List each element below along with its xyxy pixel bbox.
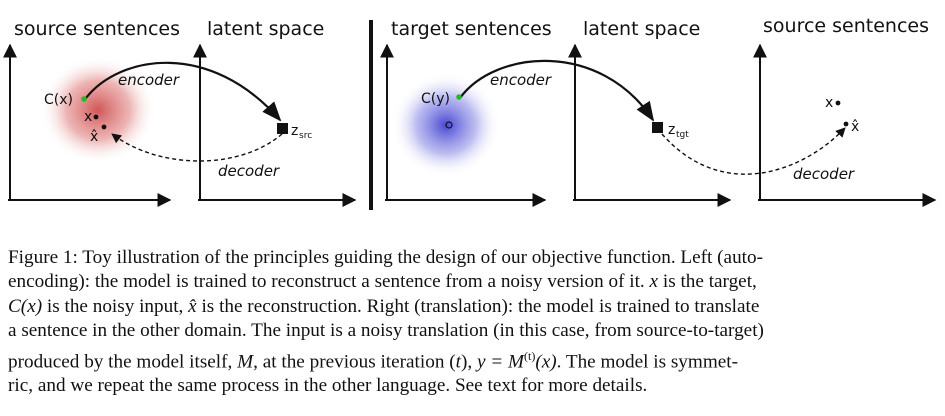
right-encoder-arrow [459, 59, 655, 122]
left-decoder-label: decoder [218, 162, 280, 180]
caption-line-3: C(x) is the noisy input, x̂ is the recon… [8, 295, 760, 317]
figure-svg: source sentences latent space encoder de… [2, 15, 937, 210]
left-cx-point [81, 96, 87, 102]
right-z-label: z [668, 122, 675, 138]
left-z-sub: src [299, 131, 312, 141]
right-x-point [835, 100, 841, 106]
right-ztgt-square [652, 122, 663, 133]
caption-line-1: Figure 1: Toy illustration of the princi… [8, 247, 763, 268]
left-xhat-point [101, 124, 107, 130]
figure-caption: Figure 1: Toy illustration of the princi… [8, 246, 936, 399]
right-cy-label: C(y) [421, 91, 450, 107]
left-panel: source sentences latent space encoder de… [2, 18, 357, 207]
right-cy-point [456, 94, 462, 100]
right-z-sub: tgt [676, 130, 689, 140]
figure-illustration: source sentences latent space encoder de… [2, 15, 937, 210]
panel-separator [369, 20, 373, 210]
right-xhat-label: x̂ [851, 119, 859, 135]
left-xhat-label: x̂ [90, 129, 98, 145]
right-panel: target sentences latent space source sen… [380, 15, 937, 207]
right-decoder-label: decoder [793, 165, 855, 183]
left-cx-label: C(x) [44, 92, 73, 108]
left-encoder-arrow [85, 61, 282, 122]
left-noise-blob [40, 56, 156, 164]
right-encoder-label: encoder [490, 71, 552, 89]
right-title-target: target sentences [391, 18, 552, 40]
right-title-source: source sentences [763, 15, 929, 37]
right-decoder-arrow [661, 127, 846, 175]
right-title-latent: latent space [583, 18, 700, 40]
caption-line-4: a sentence in the other domain. The inpu… [8, 320, 764, 342]
right-center-point [445, 121, 453, 129]
right-x-label: x [825, 95, 833, 111]
left-z-label: z [291, 123, 298, 139]
right-xhat-point [843, 121, 849, 127]
left-x-label: x [84, 109, 92, 125]
caption-line-2: encoding): the model is trained to recon… [8, 271, 757, 293]
left-zsrc-square [277, 123, 288, 134]
left-encoder-label: encoder [118, 71, 180, 89]
left-title-latent: latent space [207, 18, 324, 40]
left-x-point [93, 114, 99, 120]
left-title-source: source sentences [14, 18, 180, 40]
caption-line-5: produced by the model itself, M, at the … [8, 348, 738, 373]
caption-line-6: ric, and we repeat the same process in t… [8, 375, 648, 397]
